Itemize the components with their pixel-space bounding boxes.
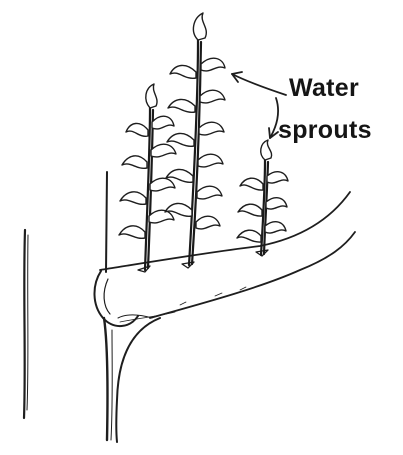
water-sprout-right bbox=[237, 140, 288, 255]
trunk-line bbox=[24, 230, 28, 418]
water-sprout-center bbox=[165, 13, 225, 265]
label-sprouts: sprouts bbox=[278, 118, 372, 143]
label-water: Water bbox=[289, 76, 359, 101]
vertical-stick bbox=[106, 172, 107, 272]
